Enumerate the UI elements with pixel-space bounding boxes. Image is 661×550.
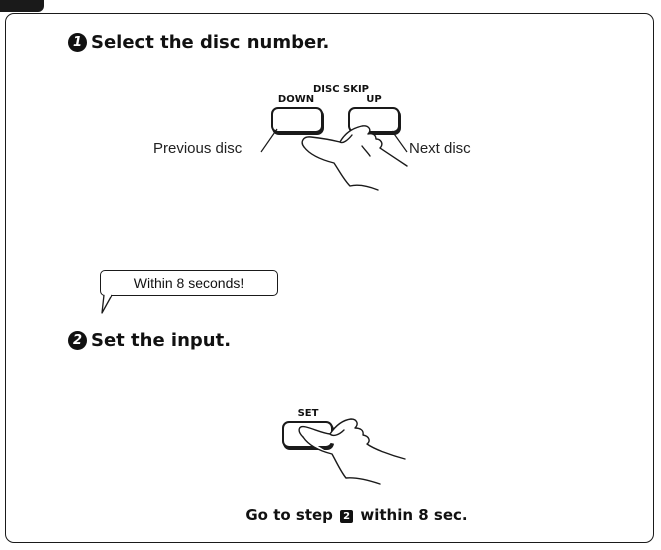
step1-title: Select the disc number. [91, 32, 330, 53]
set-label: SET [297, 408, 319, 419]
callout-text: Within 8 seconds! [133, 275, 245, 291]
next-disc-leader-line [391, 130, 408, 153]
leader-lines [260, 128, 408, 153]
up-label: UP [366, 94, 382, 105]
footer-instruction: Go to step 2 within 8 sec. [0, 506, 661, 524]
disc-skip-label: DISC SKIP [312, 84, 370, 95]
pressing-hand-icon [298, 418, 406, 485]
time-limit-callout: Within 8 seconds! [100, 270, 278, 296]
down-label: DOWN [277, 94, 315, 105]
step1-number-badge: 1 [68, 33, 87, 52]
footer-step-badge: 2 [340, 510, 354, 523]
step2-title: Set the input. [91, 330, 232, 351]
footer-prefix: Go to step [245, 506, 333, 524]
next-disc-text: Next disc [409, 140, 471, 157]
instruction-frame [5, 13, 654, 543]
previous-disc-text: Previous disc [153, 140, 243, 157]
step1-heading: 1 Select the disc number. [68, 32, 329, 53]
step2-number-badge: 2 [68, 331, 87, 350]
disc-skip-down-button[interactable] [271, 107, 323, 133]
previous-disc-leader-line [260, 128, 278, 153]
corner-tab [0, 0, 44, 12]
step2-heading: 2 Set the input. [68, 330, 231, 351]
pointing-hand-icon [301, 125, 408, 191]
footer-suffix: within 8 sec. [360, 506, 468, 524]
callout-tail [101, 294, 113, 314]
